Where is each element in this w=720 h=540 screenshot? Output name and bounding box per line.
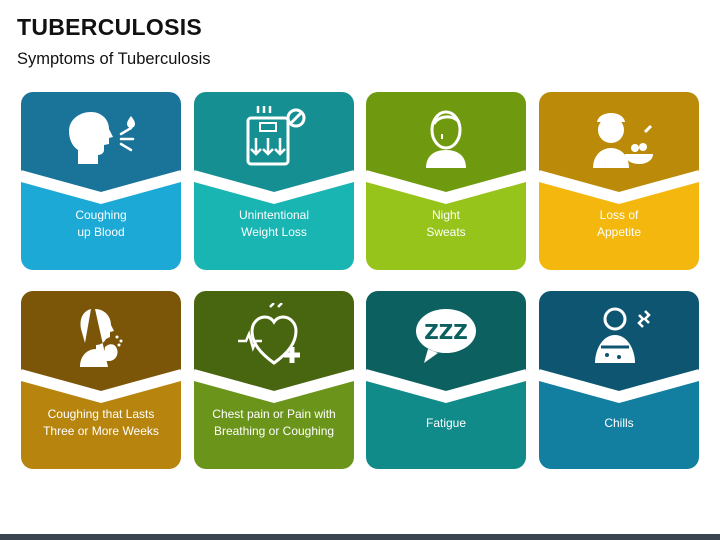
svg-text:ZZZ: ZZZ xyxy=(424,320,468,344)
persistent-cough-icon xyxy=(80,309,123,367)
symptom-label: Chills xyxy=(604,415,634,430)
footer-bar xyxy=(0,534,720,540)
no-appetite-icon xyxy=(593,113,653,168)
symptom-card-weight-loss: Unintentional Weight Loss xyxy=(194,92,354,270)
symptom-label: Unintentional Weight Loss xyxy=(238,208,310,239)
symptom-label: Coughing that Lasts Three or More Weeks xyxy=(43,407,159,438)
shivering-person-icon xyxy=(595,307,651,363)
coughing-person-icon xyxy=(69,112,135,164)
symptom-card-coughing-blood: Coughing up Blood xyxy=(21,92,181,270)
symptom-label: Night Sweats xyxy=(426,208,466,239)
symptom-card-appetite: Loss of Appetite xyxy=(539,92,699,270)
sleep-zzz-icon: ZZZ xyxy=(416,309,476,363)
symptom-label: Loss of Appetite xyxy=(596,208,642,239)
symptom-card-night-sweats: Night Sweats xyxy=(366,92,526,270)
symptom-card-fatigue: ZZZ Fatigue xyxy=(366,291,526,469)
symptom-label: Coughing up Blood xyxy=(75,208,127,239)
symptom-label: Fatigue xyxy=(425,415,467,430)
symptom-card-persistent-cough: Coughing that Lasts Three or More Weeks xyxy=(21,291,181,469)
symptom-label: Chest pain or Pain with Breathing or Cou… xyxy=(212,407,336,438)
sweating-person-icon xyxy=(426,110,466,168)
symptom-card-chills: Chills xyxy=(539,291,699,469)
page-title: TUBERCULOSIS xyxy=(17,14,203,40)
weighing-scale-icon xyxy=(246,106,306,166)
heart-pain-icon xyxy=(238,303,300,365)
page-subtitle: Symptoms of Tuberculosis xyxy=(17,50,211,68)
symptom-card-chest-pain: Chest pain or Pain with Breathing or Cou… xyxy=(194,291,354,469)
